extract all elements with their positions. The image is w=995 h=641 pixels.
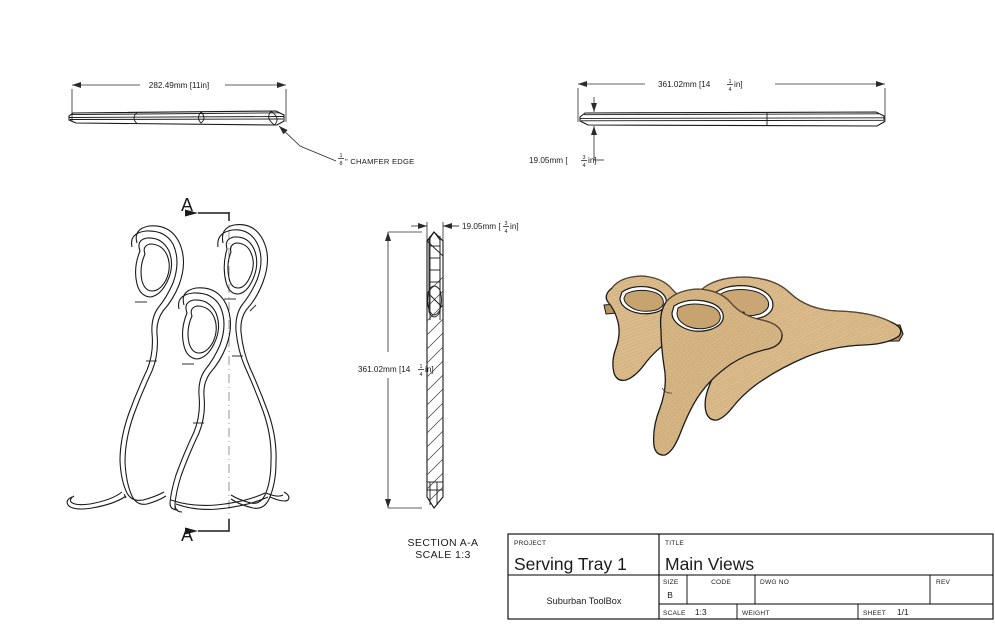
- front-outline-tray-3: [217, 224, 277, 509]
- title-block-title-value: Main Views: [665, 554, 754, 574]
- top-edge-view: 282.49mm [11in] 1 8 " CHAMFER EDGE: [68, 81, 414, 167]
- chamfer-note: 1 8 " CHAMFER EDGE: [338, 153, 414, 167]
- section-height-fraction-denominator: 4: [420, 372, 423, 378]
- title-block-size-value: B: [667, 590, 673, 600]
- section-a-a-view: 19.05mm [ 3 4 in] 361.02mm [14 1 4 in]: [358, 221, 519, 561]
- section-mark-top-label: A: [181, 195, 193, 215]
- section-view-scale: SCALE 1:3: [415, 549, 471, 561]
- right-edge-thickness-fraction-denominator: 4: [583, 163, 586, 169]
- right-edge-view: 361.02mm [14 1 4 in] 19.05mm [ 3 4 in]: [529, 79, 886, 169]
- section-width-dim: 19.05mm [: [462, 222, 501, 231]
- title-block-title-label: TITLE: [665, 540, 684, 547]
- title-block-rev-label: REV: [936, 579, 951, 586]
- right-edge-length-fraction-denominator: 4: [729, 87, 732, 93]
- section-width-suffix: in]: [510, 222, 519, 231]
- right-edge-thickness-suffix: in]: [588, 156, 597, 165]
- section-mark-bottom-label: A: [181, 525, 193, 545]
- section-mark-top: A: [181, 195, 230, 221]
- title-block-code-label: CODE: [711, 579, 731, 586]
- title-block-project-value: Serving Tray 1: [514, 554, 627, 574]
- section-hatching: [427, 253, 443, 508]
- section-internal-features: [426, 231, 444, 509]
- title-block-sheet-value: 1/1: [897, 607, 909, 617]
- title-block-company-value: Suburban ToolBox: [547, 596, 622, 606]
- title-block-scale-label: SCALE: [663, 610, 686, 617]
- section-height-dim-group: 361.02mm [14 1 4 in]: [358, 364, 434, 378]
- right-edge-thickness-fraction-numerator: 3: [583, 155, 586, 161]
- title-block-dwg-no-label: DWG NO: [760, 579, 789, 586]
- right-edge-thickness-dim: 19.05mm [: [529, 156, 568, 165]
- section-width-fraction-denominator: 4: [505, 229, 508, 235]
- section-view-title: SECTION A-A: [408, 537, 479, 549]
- title-block-scale-value: 1:3: [695, 607, 707, 617]
- front-outline-tray-1: [119, 225, 185, 505]
- title-block-project-label: PROJECT: [514, 540, 546, 547]
- right-edge-length-dim: 361.02mm [14: [658, 80, 711, 89]
- right-edge-length-suffix: in]: [734, 80, 743, 89]
- section-width-dim-group: 19.05mm [ 3 4 in]: [462, 221, 519, 235]
- section-height-dim: 361.02mm [14: [358, 365, 411, 374]
- section-width-fraction-numerator: 3: [505, 221, 508, 227]
- chamfer-fraction-numerator: 1: [340, 153, 343, 159]
- title-block: PROJECT Serving Tray 1 Suburban ToolBox …: [507, 533, 994, 620]
- title-block-size-label: SIZE: [663, 579, 679, 586]
- top-edge-length-dim: 282.49mm [11in]: [149, 81, 209, 90]
- section-height-suffix: in]: [425, 365, 434, 374]
- right-edge-length-dim-group: 361.02mm [14 1 4 in]: [658, 79, 743, 93]
- front-outline-view: A A: [66, 195, 290, 545]
- section-height-fraction-numerator: 1: [420, 364, 423, 370]
- chamfer-fraction-denominator: 8: [340, 161, 343, 167]
- front-outline-foot: [66, 491, 290, 510]
- right-edge-thickness-dim-group: 19.05mm [ 3 4 in]: [529, 155, 597, 169]
- isometric-wood-view: [603, 275, 904, 456]
- front-outline-tray-2: [169, 287, 232, 513]
- title-block-weight-label: WEIGHT: [742, 610, 770, 617]
- chamfer-note-text: " CHAMFER EDGE: [345, 157, 414, 166]
- title-block-sheet-label: SHEET: [863, 610, 886, 617]
- section-mark-bottom: A: [181, 519, 230, 545]
- right-edge-length-fraction-numerator: 1: [729, 79, 732, 85]
- iso-tray-front: [652, 288, 783, 456]
